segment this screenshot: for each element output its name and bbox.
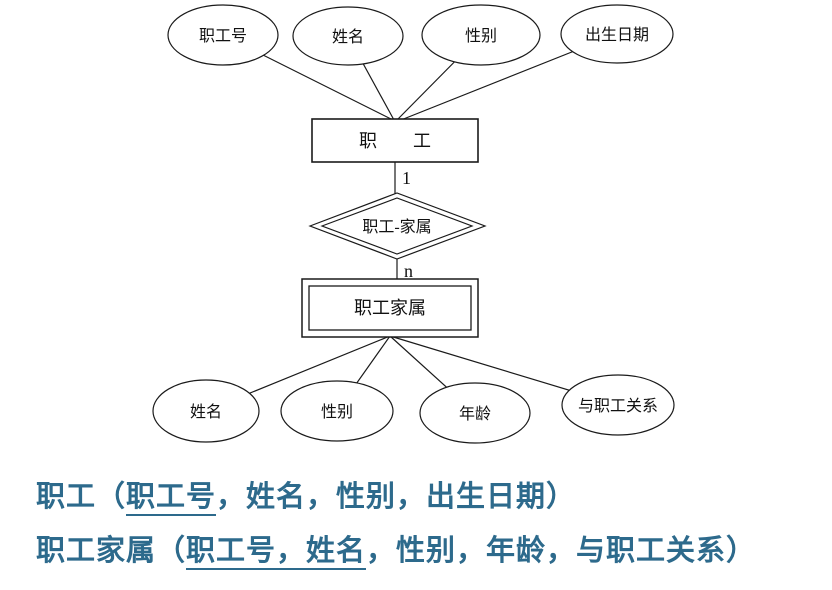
entity-dependent: 职工家属 [301,278,479,338]
attribute-gender-top-label: 性别 [465,27,497,45]
attribute-age: 年龄 [419,382,531,444]
attribute-age-ellipse [419,382,531,444]
attribute-gender-bottom-label: 性别 [321,403,353,421]
attribute-name-bottom: 姓名 [152,379,260,443]
attribute-gender-bottom: 性别 [280,380,394,442]
schema-line-dependent: 职工家属（职工号，姓名，性别，年龄，与职工关系） [36,524,756,578]
attribute-birthdate-ellipse [560,4,674,64]
attribute-gender-top: 性别 [421,4,541,66]
attribute-birthdate: 出生日期 [560,4,674,64]
attribute-empno-label: 职工号 [199,27,247,45]
schema-dependent-rest: ，性别，年龄，与职工关系） [366,535,757,567]
entity-dependent-label: 职工家属 [354,298,426,318]
attribute-empno-ellipse [167,4,279,66]
entity-employee-rect [311,118,479,163]
schema-dependent-prefix: 职工家属（ [36,535,187,567]
attribute-name-top-label: 姓名 [332,28,364,46]
attribute-relation-ellipse [561,374,675,436]
attribute-gender-bottom-ellipse [280,380,394,442]
attribute-name-top: 姓名 [292,6,404,66]
attribute-name-bottom-ellipse [152,379,260,443]
schema-line-employee: 职工（职工号，姓名，性别，出生日期） [36,470,756,524]
entity-dependent-rect-inner [308,285,472,331]
schema-text: 职工（职工号，姓名，性别，出生日期） 职工家属（职工号，姓名，性别，年龄，与职工… [36,470,756,578]
attribute-relation-label: 与职工关系 [578,397,658,415]
attribute-name-bottom-label: 姓名 [190,403,222,421]
schema-employee-rest: ，姓名，性别，出生日期） [216,481,577,513]
schema-employee-prefix: 职工（ [36,481,127,513]
er-diagram: 职工号 姓名 性别 出生日期 职 工 1 职工-家属 n [152,4,675,444]
cardinality-n-label: n [404,261,413,281]
attribute-name-top-ellipse [292,6,404,66]
relationship-employee-dependent: 职工-家属 [308,192,487,260]
entity-employee-label: 职 工 [359,131,431,151]
attribute-birthdate-label: 出生日期 [585,26,649,44]
attribute-empno: 职工号 [167,4,279,66]
cardinality-one-label: 1 [402,168,411,188]
relationship-label: 职工-家属 [362,218,431,236]
attribute-gender-top-ellipse [421,4,541,66]
entity-employee: 职 工 [311,118,479,163]
schema-employee-key: 职工号 [126,481,217,516]
relationship-diamond-inner [320,197,474,255]
attribute-age-label: 年龄 [459,405,491,423]
schema-dependent-key: 职工号，姓名 [186,535,367,570]
attribute-relation: 与职工关系 [561,374,675,436]
